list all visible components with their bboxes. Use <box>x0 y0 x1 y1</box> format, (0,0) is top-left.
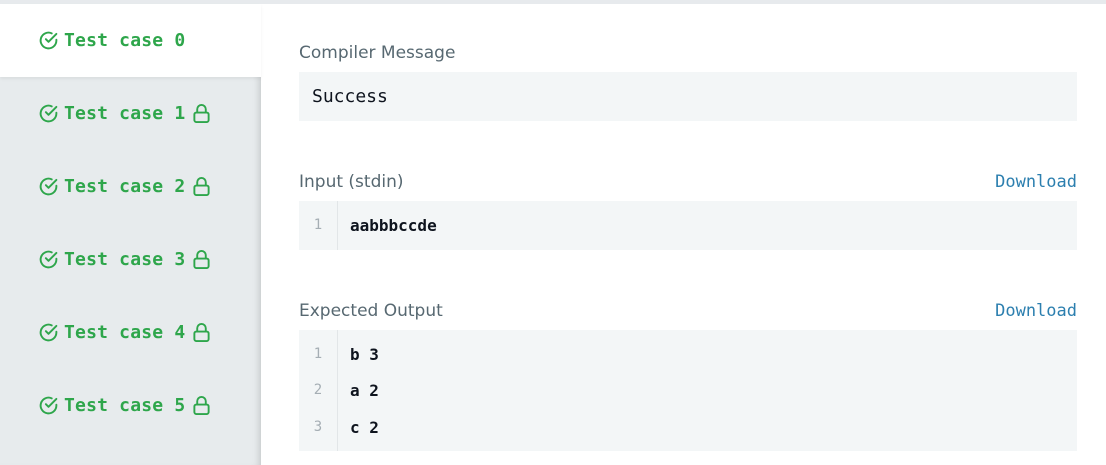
line-text: c 2 <box>350 417 379 437</box>
code-line: 1 aabbbccde <box>299 207 1077 243</box>
compiler-message-text: Success <box>312 86 388 107</box>
tab-test-case-4[interactable]: Test case 4 <box>0 296 261 369</box>
compiler-message-title: Compiler Message <box>299 43 456 63</box>
tab-label: Test case 4 <box>64 322 186 343</box>
expected-output-code-box: 1 b 3 2 a 2 3 c 2 <box>299 330 1077 451</box>
top-border <box>0 0 1106 4</box>
lock-icon <box>192 176 211 197</box>
line-number: 1 <box>313 346 323 362</box>
expected-download-link[interactable]: Download <box>995 301 1077 321</box>
lock-icon <box>192 249 211 270</box>
line-gutter <box>299 330 338 451</box>
compiler-message-box: Success <box>299 72 1077 121</box>
tab-test-case-0[interactable]: Test case 0 <box>0 4 261 77</box>
line-text: b 3 <box>350 344 379 364</box>
input-code-box: 1 aabbbccde <box>299 201 1077 250</box>
tab-label: Test case 5 <box>64 395 186 416</box>
tab-label: Test case 1 <box>64 103 186 124</box>
check-circle-icon <box>38 249 59 270</box>
check-circle-icon <box>38 176 59 197</box>
code-line: 1 b 3 <box>299 336 1077 372</box>
check-circle-icon <box>38 30 59 51</box>
line-number: 2 <box>313 382 323 398</box>
tab-test-case-3[interactable]: Test case 3 <box>0 223 261 296</box>
line-number: 1 <box>313 217 323 233</box>
input-title: Input (stdin) <box>299 172 404 192</box>
check-circle-icon <box>38 103 59 124</box>
test-case-sidebar: Test case 0 Test case 1 Test case 2 Test… <box>0 4 261 465</box>
tab-test-case-5[interactable]: Test case 5 <box>0 369 261 442</box>
tab-label: Test case 2 <box>64 176 186 197</box>
lock-icon <box>192 322 211 343</box>
lock-icon <box>192 395 211 416</box>
line-number: 3 <box>313 419 323 435</box>
tab-label: Test case 3 <box>64 249 186 270</box>
tab-label: Test case 0 <box>64 30 186 51</box>
input-download-link[interactable]: Download <box>995 172 1077 192</box>
tab-test-case-2[interactable]: Test case 2 <box>0 150 261 223</box>
line-text: a 2 <box>350 380 379 400</box>
line-text: aabbbccde <box>350 215 437 235</box>
code-line: 3 c 2 <box>299 409 1077 445</box>
expected-output-title: Expected Output <box>299 301 443 321</box>
tab-test-case-1[interactable]: Test case 1 <box>0 77 261 150</box>
code-line: 2 a 2 <box>299 372 1077 408</box>
check-circle-icon <box>38 395 59 416</box>
line-gutter <box>299 201 338 250</box>
lock-icon <box>192 103 211 124</box>
check-circle-icon <box>38 322 59 343</box>
